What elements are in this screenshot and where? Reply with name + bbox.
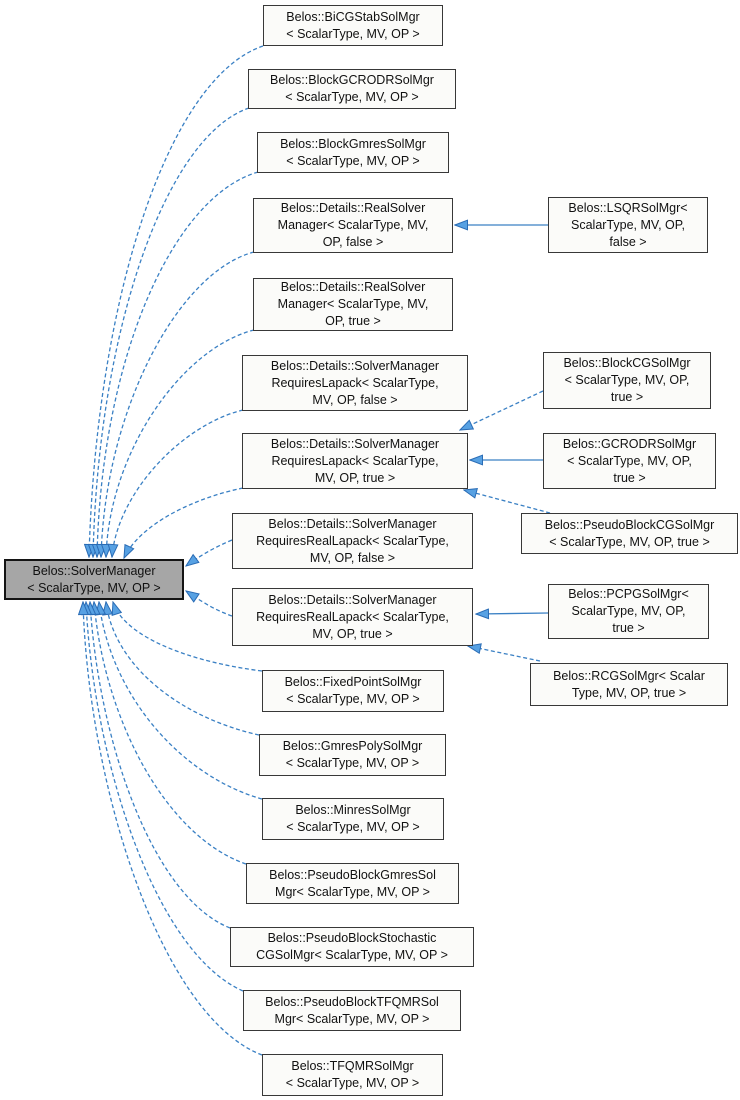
class-node-pseudo-block-tfqmr-solmgr[interactable]: Belos::PseudoBlockTFQMRSol Mgr< ScalarTy… (243, 990, 461, 1031)
class-node-block-gcrodr-solmgr[interactable]: Belos::BlockGCRODRSolMgr < ScalarType, M… (248, 69, 456, 109)
class-node-bicgstab-solmgr[interactable]: Belos::BiCGStabSolMgr < ScalarType, MV, … (263, 5, 443, 46)
class-node-fixed-point-solmgr[interactable]: Belos::FixedPointSolMgr < ScalarType, MV… (262, 670, 444, 712)
class-node-requires-real-lapack-false[interactable]: Belos::Details::SolverManager RequiresRe… (232, 513, 473, 569)
inheritance-edge (476, 613, 549, 614)
class-node-label: Belos::TFQMRSolMgr < ScalarType, MV, OP … (285, 1059, 420, 1090)
class-node-label: Belos::MinresSolMgr < ScalarType, MV, OP… (286, 803, 420, 834)
class-node-real-solver-manager-true[interactable]: Belos::Details::RealSolver Manager< Scal… (253, 278, 453, 331)
inheritance-edge (112, 409, 244, 557)
class-node-label: Belos::Details::SolverManager RequiresRe… (256, 592, 449, 641)
inheritance-edge (186, 591, 233, 617)
class-node-label: Belos::BiCGStabSolMgr < ScalarType, MV, … (286, 9, 420, 41)
class-node-label: Belos::Details::SolverManager RequiresLa… (270, 358, 440, 407)
class-node-label: Belos::FixedPointSolMgr < ScalarType, MV… (284, 675, 422, 706)
inheritance-edge (113, 602, 263, 672)
inheritance-edge (186, 539, 233, 566)
class-node-label: Belos::PCPGSolMgr< ScalarType, MV, OP, t… (568, 587, 689, 635)
class-node-block-cg-solmgr[interactable]: Belos::BlockCGSolMgr < ScalarType, MV, O… (543, 352, 711, 409)
inheritance-edge (124, 487, 244, 558)
inheritance-edge (89, 45, 264, 557)
inheritance-edge (106, 329, 255, 557)
inheritance-edge (101, 251, 255, 557)
inheritance-edge (99, 602, 263, 800)
class-node-rcg-solmgr[interactable]: Belos::RCGSolMgr< Scalar Type, MV, OP, t… (530, 663, 728, 706)
inheritance-edge (83, 602, 263, 1056)
inheritance-edge (468, 646, 541, 662)
class-node-label: Belos::BlockGmresSolMgr < ScalarType, MV… (280, 136, 426, 168)
class-node-label: Belos::Details::SolverManager RequiresRe… (256, 516, 449, 565)
inheritance-edge (94, 602, 247, 865)
inheritance-edge (86, 602, 244, 992)
class-node-tfqmr-solmgr[interactable]: Belos::TFQMRSolMgr < ScalarType, MV, OP … (262, 1054, 443, 1096)
inheritance-edge (93, 107, 250, 557)
class-node-pseudo-block-stochastic-cg-solmgr[interactable]: Belos::PseudoBlockStochastic CGSolMgr< S… (230, 927, 474, 967)
inheritance-edge (90, 602, 231, 929)
class-node-label: Belos::GmresPolySolMgr < ScalarType, MV,… (282, 739, 423, 770)
class-node-lsqr-solmgr[interactable]: Belos::LSQRSolMgr< ScalarType, MV, OP, f… (548, 197, 708, 253)
class-node-label: Belos::PseudoBlockGmresSol Mgr< ScalarTy… (269, 867, 436, 899)
class-node-minres-solmgr[interactable]: Belos::MinresSolMgr < ScalarType, MV, OP… (262, 798, 444, 840)
class-node-label: Belos::BlockGCRODRSolMgr < ScalarType, M… (270, 73, 434, 104)
class-node-block-gmres-solmgr[interactable]: Belos::BlockGmresSolMgr < ScalarType, MV… (257, 132, 449, 173)
class-node-label: Belos::LSQRSolMgr< ScalarType, MV, OP, f… (568, 200, 688, 249)
class-node-label: Belos::GCRODRSolMgr < ScalarType, MV, OP… (562, 436, 697, 485)
class-node-pseudo-block-gmres-solmgr[interactable]: Belos::PseudoBlockGmresSol Mgr< ScalarTy… (246, 863, 459, 904)
inheritance-edge (106, 602, 260, 736)
class-node-requires-real-lapack-true[interactable]: Belos::Details::SolverManager RequiresRe… (232, 588, 473, 646)
class-node-label: Belos::BlockCGSolMgr < ScalarType, MV, O… (563, 356, 691, 404)
class-node-gmres-poly-solmgr[interactable]: Belos::GmresPolySolMgr < ScalarType, MV,… (259, 734, 446, 776)
inheritance-edge (464, 490, 551, 514)
class-node-solver-manager[interactable]: Belos::SolverManager < ScalarType, MV, O… (4, 559, 184, 600)
class-node-label: Belos::PseudoBlockStochastic CGSolMgr< S… (256, 931, 448, 962)
class-node-gcrodr-solmgr[interactable]: Belos::GCRODRSolMgr < ScalarType, MV, OP… (543, 433, 716, 489)
class-node-label: Belos::PseudoBlockTFQMRSol Mgr< ScalarTy… (265, 994, 439, 1026)
class-node-label: Belos::RCGSolMgr< Scalar Type, MV, OP, t… (553, 668, 705, 700)
class-node-label: Belos::Details::SolverManager RequiresLa… (270, 436, 440, 485)
class-node-pseudo-block-cg-solmgr[interactable]: Belos::PseudoBlockCGSolMgr < ScalarType,… (521, 513, 738, 554)
class-node-requires-lapack-false[interactable]: Belos::Details::SolverManager RequiresLa… (242, 355, 468, 411)
class-node-label: Belos::SolverManager < ScalarType, MV, O… (27, 563, 161, 595)
class-node-label: Belos::Details::RealSolver Manager< Scal… (277, 201, 429, 249)
class-node-label: Belos::Details::RealSolver Manager< Scal… (277, 280, 429, 328)
class-node-label: Belos::PseudoBlockCGSolMgr < ScalarType,… (544, 517, 715, 549)
inheritance-edge (460, 390, 544, 430)
class-node-real-solver-manager-false[interactable]: Belos::Details::RealSolver Manager< Scal… (253, 198, 453, 253)
class-node-requires-lapack-true[interactable]: Belos::Details::SolverManager RequiresLa… (242, 433, 468, 489)
class-node-pcpg-solmgr[interactable]: Belos::PCPGSolMgr< ScalarType, MV, OP, t… (548, 584, 709, 639)
inheritance-edge (97, 171, 259, 557)
